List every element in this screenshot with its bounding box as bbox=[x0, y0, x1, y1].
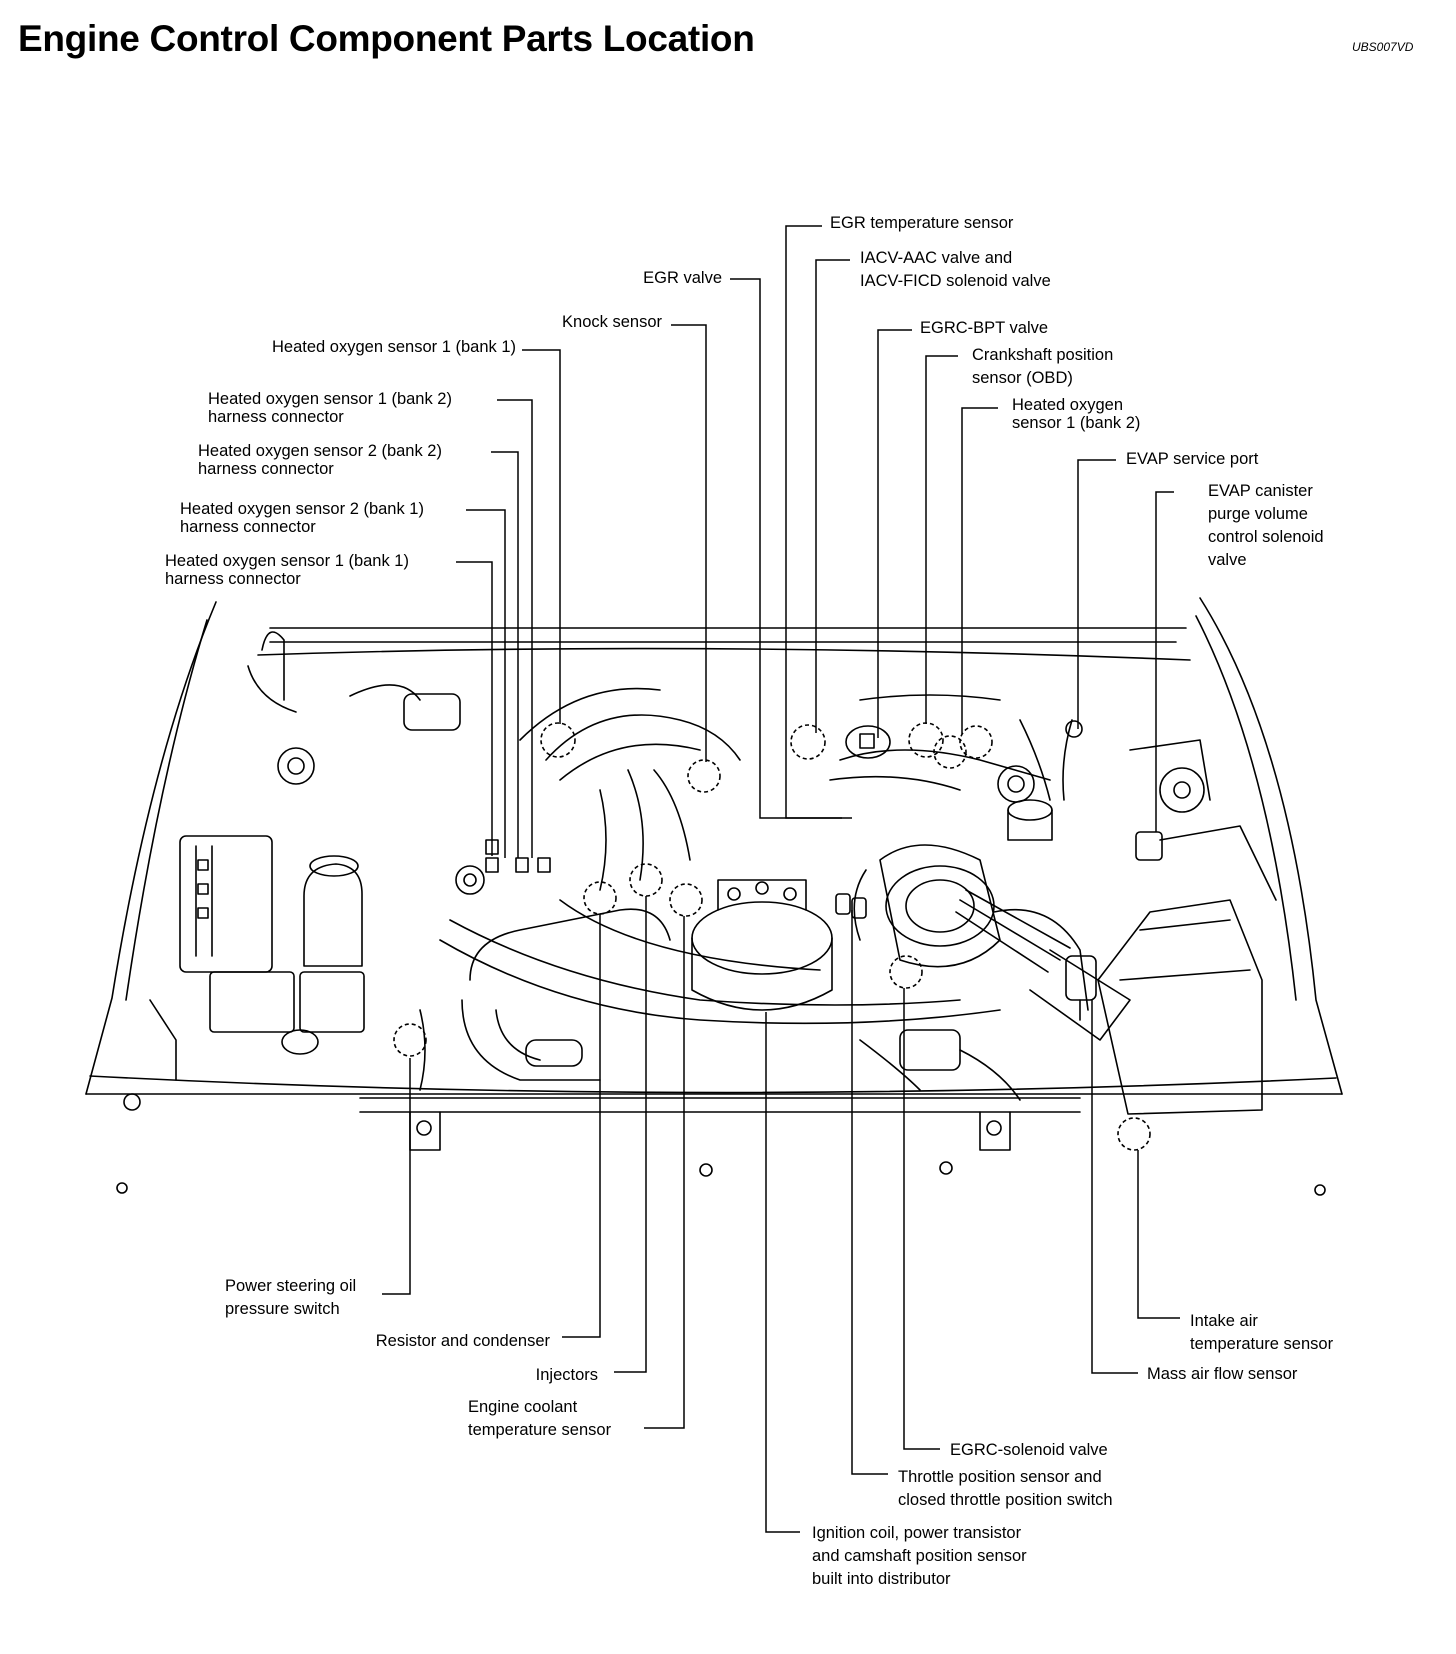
callout-line: and camshaft position sensor bbox=[812, 1547, 1027, 1565]
callout-crankshaft-position-sensor: Crankshaft position sensor (OBD) bbox=[972, 344, 1113, 390]
callout-knock-sensor: Knock sensor bbox=[562, 311, 662, 334]
callout-mass-air-flow-sensor: Mass air flow sensor bbox=[1147, 1363, 1297, 1386]
callout-line: Heated oxygen sensor 1 (bank 1) bbox=[165, 552, 409, 570]
callout-throttle-position-sensor: Throttle position sensor and closed thro… bbox=[898, 1466, 1113, 1512]
callout-iacv-valves: IACV-AAC valve and IACV-FICD solenoid va… bbox=[860, 247, 1051, 293]
callout-ho2s1-bank2-connector: Heated oxygen sensor 1 (bank 2) harness … bbox=[208, 390, 452, 426]
callout-ignition-coil-distributor: Ignition coil, power transistor and cams… bbox=[812, 1522, 1027, 1591]
callout-line: pressure switch bbox=[225, 1300, 340, 1318]
callout-line: Power steering oil bbox=[225, 1277, 357, 1295]
callout-line: sensor (OBD) bbox=[972, 369, 1073, 387]
callout-line: Injectors bbox=[535, 1366, 598, 1384]
callout-line: Engine coolant bbox=[468, 1398, 578, 1416]
callout-ho2s2-bank1-connector: Heated oxygen sensor 2 (bank 1) harness … bbox=[180, 500, 424, 536]
callout-intake-air-temp-sensor: Intake air temperature sensor bbox=[1190, 1310, 1333, 1356]
callout-line: temperature sensor bbox=[468, 1421, 612, 1439]
leader-lines bbox=[382, 225, 1180, 1533]
callout-line: EVAP canister bbox=[1208, 482, 1313, 500]
callout-line: IACV-AAC valve and bbox=[860, 249, 1013, 267]
callout-line: harness connector bbox=[180, 518, 316, 536]
callout-resistor-condenser: Resistor and condenser bbox=[376, 1330, 550, 1353]
callout-line: purge volume bbox=[1208, 505, 1308, 523]
callout-ho2s2-bank2-connector: Heated oxygen sensor 2 (bank 2) harness … bbox=[198, 442, 442, 478]
callout-line: Intake air bbox=[1190, 1312, 1258, 1330]
callout-line: Throttle position sensor and bbox=[898, 1468, 1102, 1486]
callout-line: temperature sensor bbox=[1190, 1335, 1334, 1353]
callout-injectors: Injectors bbox=[536, 1364, 598, 1387]
callout-line: IACV-FICD solenoid valve bbox=[860, 272, 1051, 290]
callout-line: Heated oxygen sensor 2 (bank 2) bbox=[198, 442, 442, 460]
callout-line: sensor 1 (bank 2) bbox=[1012, 414, 1141, 432]
callout-line: EVAP service port bbox=[1126, 450, 1259, 468]
callout-line: Ignition coil, power transistor bbox=[812, 1524, 1022, 1542]
callout-egrc-solenoid-valve: EGRC-solenoid valve bbox=[950, 1439, 1108, 1462]
callout-line: EGRC-solenoid valve bbox=[950, 1441, 1108, 1459]
callout-line: Heated oxygen sensor 1 (bank 2) bbox=[208, 390, 452, 408]
callout-line: closed throttle position switch bbox=[898, 1491, 1113, 1509]
callout-evap-service-port: EVAP service port bbox=[1126, 448, 1258, 471]
callout-line: Heated oxygen sensor 1 (bank 1) bbox=[272, 338, 516, 356]
callout-line: harness connector bbox=[198, 460, 334, 478]
callout-line: EGR temperature sensor bbox=[830, 214, 1014, 232]
location-markers bbox=[393, 722, 1151, 1151]
page-title: Engine Control Component Parts Location bbox=[18, 18, 755, 59]
callout-line: harness connector bbox=[165, 570, 301, 588]
callout-ho2s1-bank1: Heated oxygen sensor 1 (bank 1) bbox=[272, 336, 516, 359]
callout-power-steering-switch: Power steering oil pressure switch bbox=[225, 1275, 356, 1321]
callout-egrc-bpt-valve: EGRC-BPT valve bbox=[920, 317, 1048, 340]
callout-engine-coolant-sensor: Engine coolant temperature sensor bbox=[468, 1396, 611, 1442]
callout-line: Crankshaft position bbox=[972, 346, 1114, 364]
engine-drawing bbox=[85, 597, 1343, 1196]
callout-ho2s1-bank2: Heated oxygen sensor 1 (bank 2) bbox=[1012, 396, 1140, 432]
callout-line: EGR valve bbox=[643, 269, 722, 287]
callout-line: Knock sensor bbox=[562, 313, 662, 331]
callout-line: control solenoid bbox=[1208, 528, 1324, 546]
callout-evap-canister-valve: EVAP canister purge volume control solen… bbox=[1208, 480, 1324, 572]
callout-line: EGRC-BPT valve bbox=[920, 319, 1049, 337]
callout-egr-temperature-sensor: EGR temperature sensor bbox=[830, 212, 1013, 235]
callout-line: valve bbox=[1208, 551, 1247, 569]
callout-line: Heated oxygen bbox=[1012, 396, 1123, 414]
callout-line: Resistor and condenser bbox=[375, 1332, 550, 1350]
callout-line: built into distributor bbox=[812, 1570, 951, 1588]
callout-line: Mass air flow sensor bbox=[1147, 1365, 1298, 1383]
callout-ho2s1-bank1-connector: Heated oxygen sensor 1 (bank 1) harness … bbox=[165, 552, 409, 588]
callout-line: Heated oxygen sensor 2 (bank 1) bbox=[180, 500, 424, 518]
document-code: UBS007VD bbox=[1352, 40, 1414, 54]
callout-line: harness connector bbox=[208, 408, 344, 426]
callout-egr-valve: EGR valve bbox=[643, 267, 722, 290]
